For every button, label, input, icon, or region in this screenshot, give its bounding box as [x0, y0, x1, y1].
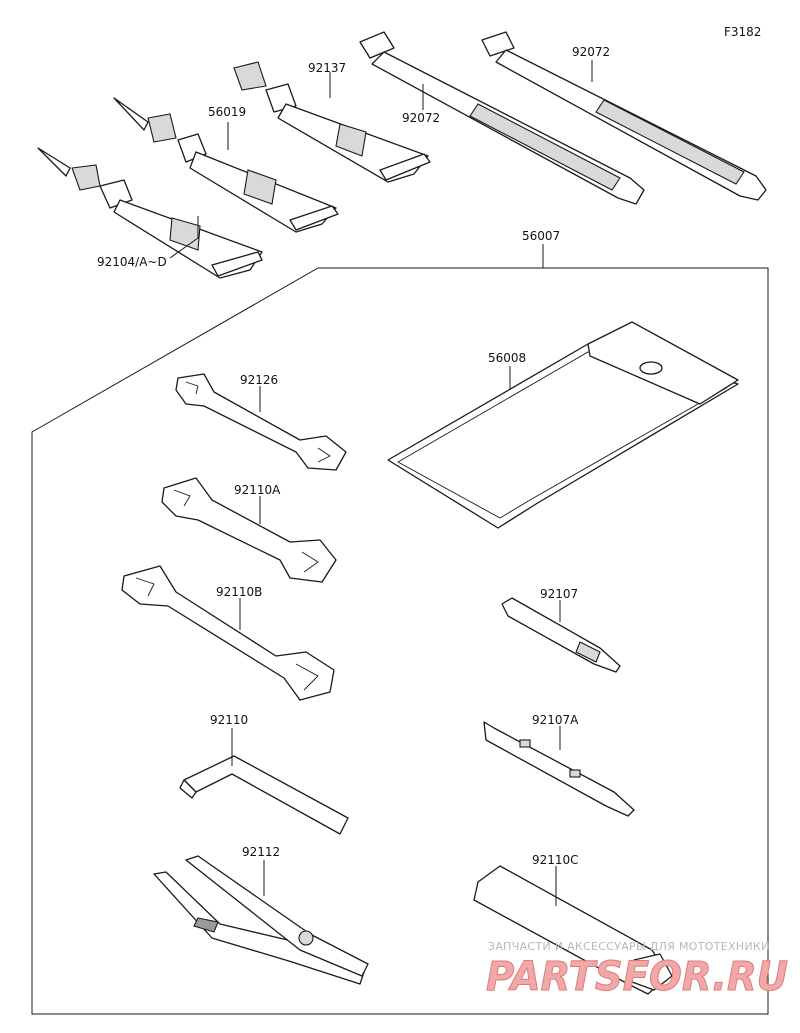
label-92072-left: 92072 [402, 111, 440, 125]
figure-code: F3182 [724, 25, 761, 39]
label-92107A: 92107A [532, 713, 579, 727]
group-outline [31, 267, 769, 1015]
wrench-92110A-drawing [161, 477, 337, 583]
label-56008: 56008 [488, 351, 526, 365]
label-92110C: 92110C [532, 853, 579, 867]
screwdriver-92107-drawing [501, 597, 621, 673]
leader-lines [169, 60, 593, 906]
socket-wrench-92110C-drawing [473, 865, 673, 995]
tube-92104-drawing [37, 147, 263, 279]
tube-56019-drawing [113, 97, 339, 233]
label-56019: 56019 [208, 105, 246, 119]
label-92137: 92137 [308, 61, 346, 75]
label-56007: 56007 [522, 229, 560, 243]
cable-tie-left-drawing [359, 31, 645, 205]
screwdriver-92107A-drawing [483, 721, 635, 817]
label-92072-right: 92072 [572, 45, 610, 59]
wrench-92126-drawing [175, 373, 347, 471]
label-92110A: 92110A [234, 483, 281, 497]
tool-bag-drawing [387, 321, 739, 529]
tube-92137-drawing [233, 61, 431, 183]
label-92110B: 92110B [216, 585, 262, 599]
pliers-92112-drawing [153, 855, 369, 985]
watermark-tagline: ЗАПЧАСТИ И АКСЕССУАРЫ ДЛЯ МОТОТЕХНИКИ [488, 940, 770, 953]
label-92107: 92107 [540, 587, 578, 601]
label-92104: 92104/A~D [97, 255, 167, 269]
watermark-logo: PARTSFOR.RU [486, 954, 788, 1000]
hex-key-92110-drawing [179, 755, 349, 835]
label-92126: 92126 [240, 373, 278, 387]
wrench-92110B-drawing [121, 565, 335, 701]
label-92110: 92110 [210, 713, 248, 727]
cable-tie-right-drawing [481, 31, 767, 201]
label-92112: 92112 [242, 845, 280, 859]
